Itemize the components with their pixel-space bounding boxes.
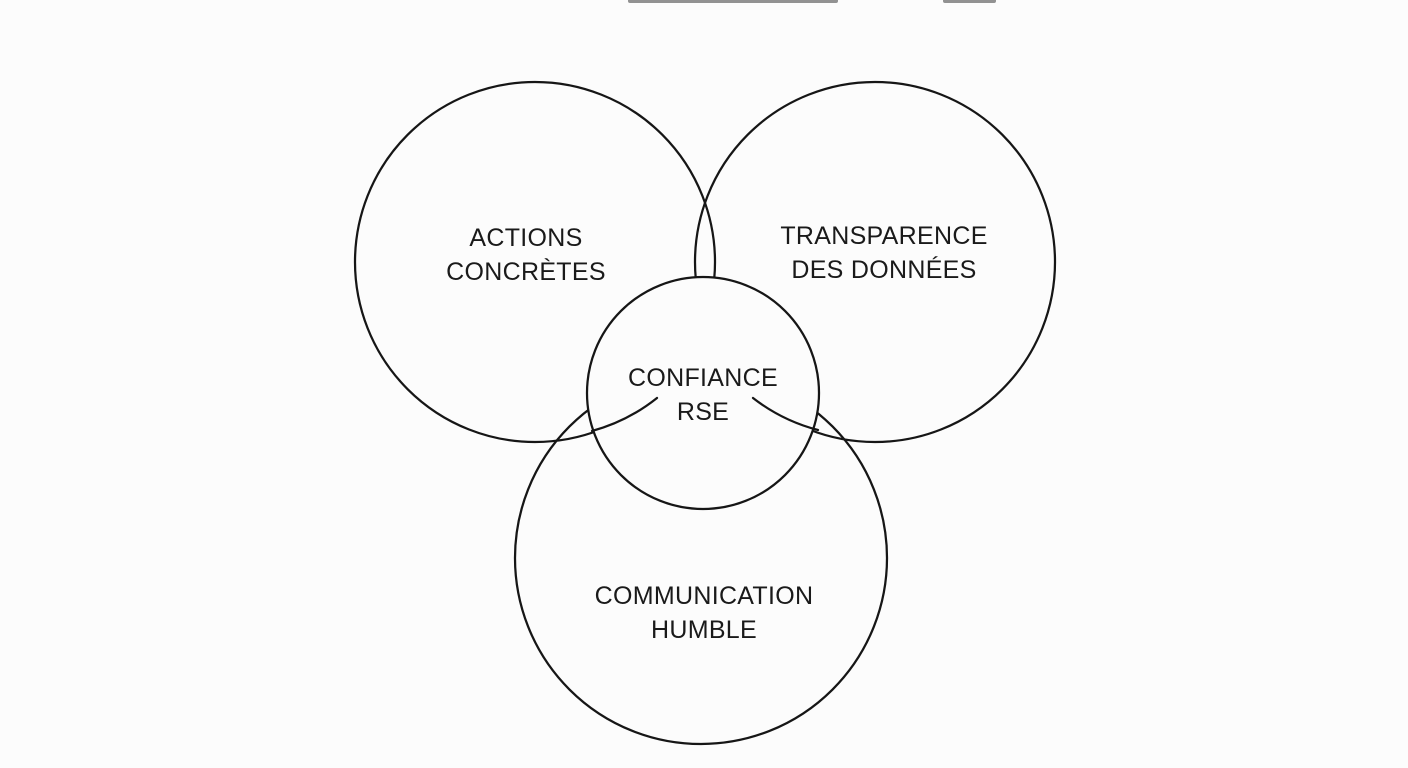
label-communication-humble: COMMUNICATION HUMBLE: [595, 579, 814, 647]
cropped-text-fragment: [628, 0, 838, 3]
label-line: HUMBLE: [650, 616, 757, 644]
cropped-text-fragment: [943, 0, 996, 3]
label-line: DES DONNÉES: [791, 256, 977, 284]
circle-confiance-rse: [585, 275, 821, 511]
circle-actions-concretes: [353, 80, 717, 444]
label-line: COMMUNICATION: [594, 582, 814, 610]
label-line: ACTIONS: [469, 224, 583, 252]
label-line: TRANSPARENCE: [780, 222, 988, 250]
inner-arc-right: [751, 396, 820, 432]
circle-transparence-donnees: [693, 80, 1057, 444]
label-confiance-rse: CONFIANCE RSE: [628, 361, 778, 429]
label-line: CONCRÈTES: [446, 258, 606, 286]
label-line: CONFIANCE: [628, 364, 778, 392]
inner-arc-left: [590, 396, 659, 433]
label-actions-concretes: ACTIONS CONCRÈTES: [446, 221, 606, 289]
label-transparence-donnees: TRANSPARENCE DES DONNÉES: [780, 219, 987, 287]
label-line: RSE: [676, 398, 730, 426]
